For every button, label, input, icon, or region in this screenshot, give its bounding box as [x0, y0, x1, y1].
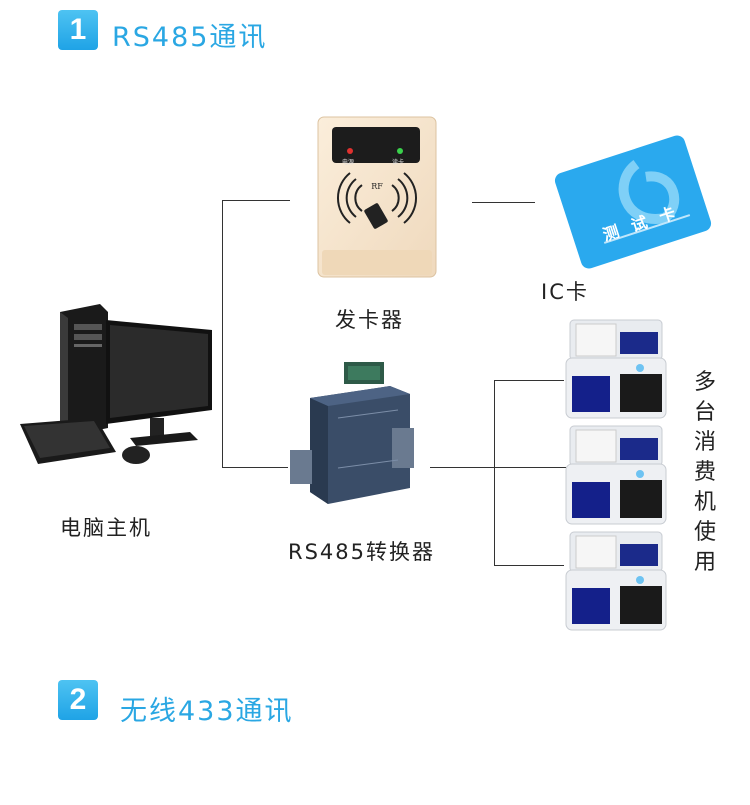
ic-card: 测 试 卡 — [553, 122, 713, 282]
pos-terminal — [564, 530, 668, 632]
section-number: 1 — [69, 13, 87, 46]
connector-line — [222, 200, 223, 468]
pos-label-char: 机 — [693, 490, 716, 515]
section-number: 2 — [69, 683, 87, 716]
card-issuer-label: 发卡器 — [335, 308, 404, 332]
connector-line — [222, 467, 288, 468]
computer-icon — [18, 300, 218, 475]
card-reader-device: RF 电源 读卡 — [316, 115, 438, 279]
pos-label-char: 用 — [693, 550, 716, 575]
connector-line — [472, 202, 535, 203]
pos-terminal — [564, 424, 668, 526]
converter-label: RS485转换器 — [288, 540, 436, 564]
section-number-badge: 2 — [58, 680, 98, 720]
pos-label-char: 台 — [693, 400, 716, 425]
connector-line — [494, 565, 564, 566]
reader-rf-label: RF — [371, 182, 383, 191]
pos-label-char: 多 — [693, 370, 716, 395]
computer-label: 电脑主机 — [60, 516, 152, 540]
reader-led-label: 电源 — [342, 159, 355, 166]
rs485-converter-device — [288, 358, 430, 514]
pos-label-char: 费 — [693, 460, 716, 485]
section-title: RS485通讯 — [112, 22, 268, 53]
section-number-badge: 1 — [58, 10, 98, 50]
connector-line — [222, 200, 290, 201]
connector-line — [430, 467, 566, 468]
section-title: 无线433通讯 — [120, 696, 294, 727]
pos-terminals-label: 多 台 消 费 机 使 用 — [690, 368, 720, 578]
connector-line — [494, 380, 495, 565]
pos-terminal — [564, 318, 668, 420]
ic-card-label: IC卡 — [541, 280, 589, 304]
pos-label-char: 消 — [693, 430, 716, 455]
pos-label-char: 使 — [693, 520, 716, 545]
reader-led-label: 读卡 — [392, 159, 405, 166]
connector-line — [494, 380, 564, 381]
